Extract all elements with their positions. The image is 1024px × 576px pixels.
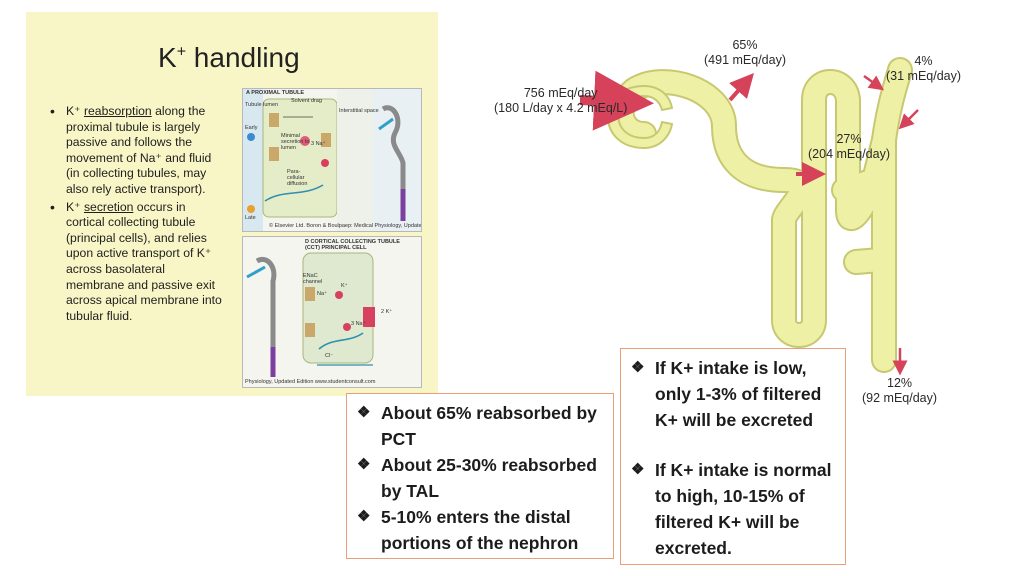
fig-a-label: Early <box>245 125 258 131</box>
collecting-tubule-diagram <box>243 237 421 387</box>
diamond-bullet-icon: ❖ <box>357 404 371 421</box>
summary-item: ❖If K+ intake is low, only 1-3% of filte… <box>621 355 845 433</box>
ccd-arrow-2 <box>898 109 919 130</box>
fig-a-label: Late <box>245 215 256 221</box>
fig-a-title: A PROXIMAL TUBULE <box>246 90 305 96</box>
pct-label: 65% (491 mEq/day) <box>704 38 786 67</box>
ccd-label: 4% (31 mEq/day) <box>886 54 962 83</box>
bullet-secretion: K⁺ secretion occurs in cortical collecti… <box>46 200 226 325</box>
diamond-bullet-icon: ❖ <box>631 359 645 376</box>
excretion-summary-box: ❖If K+ intake is low, only 1-3% of filte… <box>620 348 846 565</box>
ccd-arrow-1 <box>863 74 885 91</box>
reabsorption-summary-box: ❖About 65% reabsorbed by PCT ❖About 25-3… <box>346 393 614 559</box>
fig-d-label: Na⁺ <box>317 291 327 297</box>
fig-a-label: Tubule lumen <box>245 102 279 108</box>
filtered-load-arrow <box>579 70 654 131</box>
panel-title: K+ handling <box>158 42 300 73</box>
diamond-bullet-icon: ❖ <box>631 461 645 478</box>
pct-reabsorption-arrow <box>728 73 754 102</box>
summary-item: ❖About 65% reabsorbed by PCT <box>347 400 613 452</box>
panel-bullets: K⁺ reabsorption along the proximal tubul… <box>46 104 226 326</box>
summary-item: ❖5-10% enters the distal portions of the… <box>347 504 613 556</box>
diamond-bullet-icon: ❖ <box>357 456 371 473</box>
filtered-load-label: 756 mEq/day (180 L/day x 4.2 mEq/L) <box>494 86 628 115</box>
fig-d-label: ENaC channel <box>303 273 323 285</box>
proximal-tubule-diagram <box>243 89 421 231</box>
fig-a-label: Para-cellular diffusion <box>287 169 308 187</box>
fig-a-label: Minimal secretion to lumen <box>281 133 310 151</box>
fig-a-label: Solvent drag <box>291 98 322 104</box>
fig-d-caption: Physiology, Updated Edition www.studentc… <box>245 379 376 385</box>
urine-label: 12% (92 mEq/day) <box>862 376 938 405</box>
fig-d-title: D CORTICAL COLLECTING TUBULE (CCT) PRINC… <box>305 239 400 251</box>
collecting-tubule-figure: D CORTICAL COLLECTING TUBULE (CCT) PRINC… <box>242 236 422 388</box>
diamond-bullet-icon: ❖ <box>357 508 371 525</box>
tal-label: 27% (204 mEq/day) <box>808 132 890 161</box>
summary-item: ❖If K+ intake is normal to high, 10-15% … <box>621 457 845 561</box>
summary-item: ❖About 25-30% reabsorbed by TAL <box>347 452 613 504</box>
fig-a-caption: © Elsevier Ltd. Boron & Boulpaep: Medica… <box>269 223 422 229</box>
bullet-reabsorption: K⁺ reabsorption along the proximal tubul… <box>46 104 226 198</box>
nephron-diagram <box>579 57 919 376</box>
fig-d-label: Cl⁻ <box>325 353 334 359</box>
proximal-tubule-figure: A PROXIMAL TUBULE Tubule lumen Solvent d… <box>242 88 422 232</box>
fig-a-label: 3 Na⁺ <box>311 141 326 147</box>
fig-a-label: Interstitial space <box>339 108 379 114</box>
fig-d-label: 2 K⁺ <box>381 309 393 315</box>
fig-d-label: K⁺ <box>341 283 348 289</box>
spacer <box>621 433 845 457</box>
fig-d-label: 3 Na⁺ <box>351 321 366 327</box>
